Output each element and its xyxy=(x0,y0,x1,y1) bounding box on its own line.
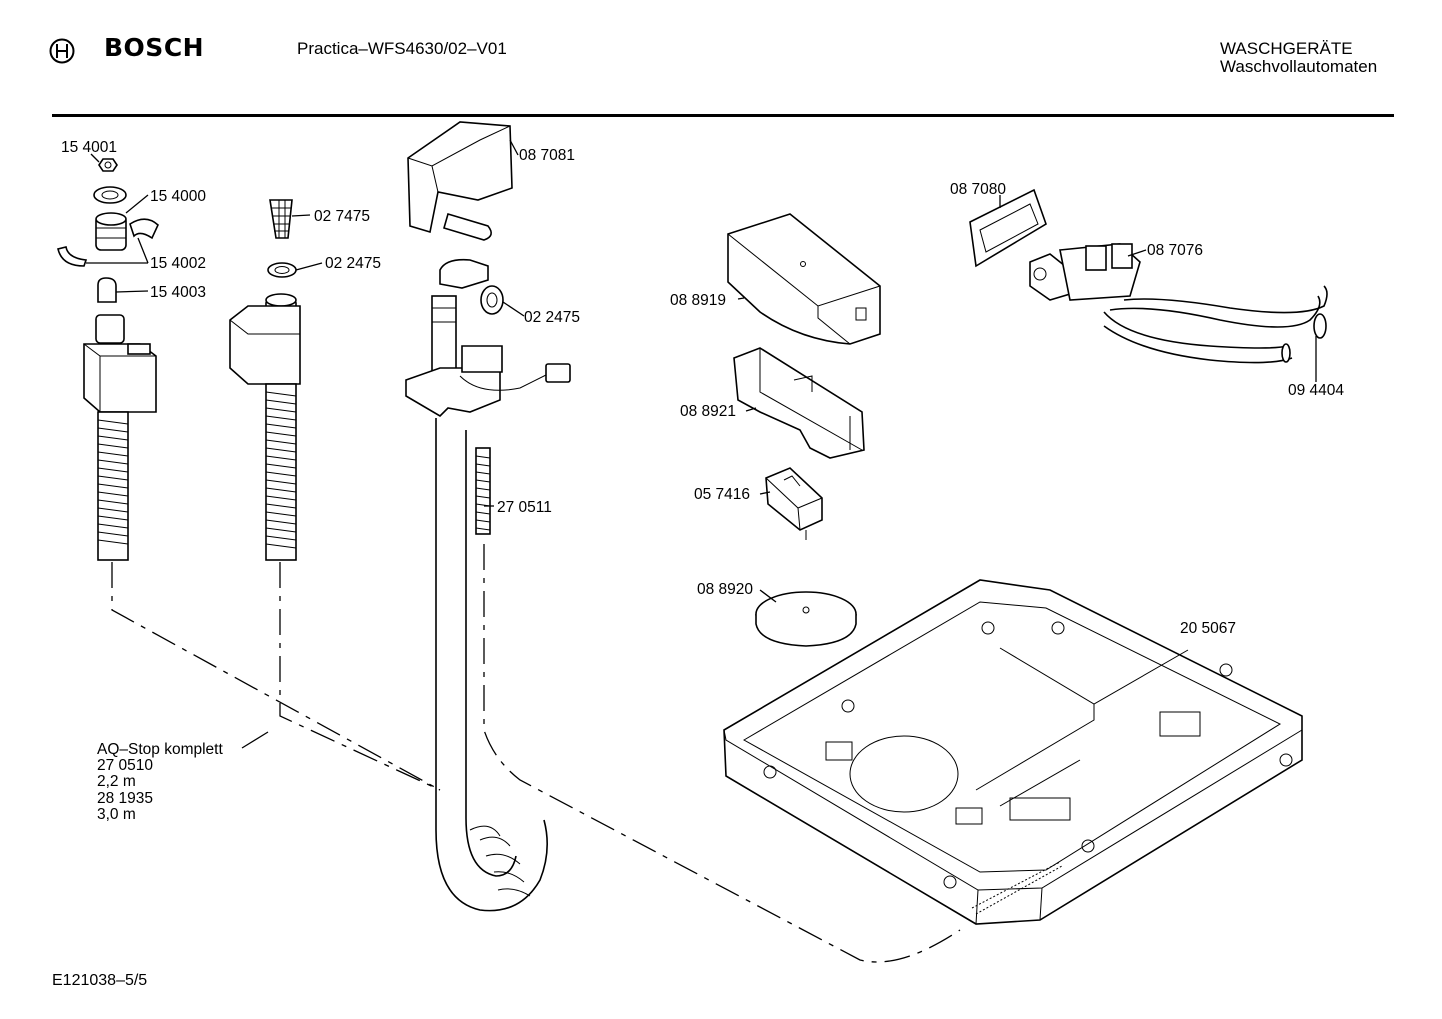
document-id: E121038–5/5 xyxy=(52,972,147,989)
washer-part-022475b xyxy=(480,285,504,315)
base-plate-part-205067 xyxy=(723,579,1303,925)
label-087076: 08 7076 xyxy=(1147,242,1203,259)
aqstop-title: AQ–Stop komplett xyxy=(97,741,223,758)
assembly-line-middle xyxy=(279,562,441,791)
clip-part-154002 xyxy=(57,246,88,267)
label-154003: 15 4003 xyxy=(150,284,206,301)
subcategory-title: Waschvollautomaten xyxy=(1220,57,1378,76)
label-094404: 09 4404 xyxy=(1288,382,1344,399)
inlet-valve-housing xyxy=(229,293,301,385)
label-088921: 08 8921 xyxy=(680,403,736,420)
label-270511: 27 0511 xyxy=(497,499,552,516)
category-title: WASCHGERÄTE xyxy=(1220,39,1353,58)
label-087080: 08 7080 xyxy=(950,181,1006,198)
label-205067: 20 5067 xyxy=(1180,620,1236,637)
filter-part-027475 xyxy=(269,199,293,239)
leader-lines xyxy=(86,139,1317,749)
nut-part-154001 xyxy=(98,158,118,172)
gasket-part-087080 xyxy=(969,188,1047,268)
drain-hose-assembly xyxy=(405,258,571,912)
label-022475a: 02 2475 xyxy=(325,255,381,272)
aquastop-valve-housing xyxy=(83,314,157,413)
washer-part-154000 xyxy=(93,186,127,204)
corrugated-hose-part-270511 xyxy=(475,447,491,535)
aqstop-length1: 2,2 m xyxy=(97,773,136,790)
brand-name: BOSCH xyxy=(104,33,205,62)
aqstop-length2: 3,0 m xyxy=(97,806,136,823)
aqstop-part2: 28 1935 xyxy=(97,790,153,807)
disc-part-088920 xyxy=(755,591,857,647)
assembly-line-left xyxy=(111,562,441,791)
valve-part-087076 xyxy=(1029,243,1141,301)
label-154002: 15 4002 xyxy=(150,255,206,272)
washer-part-022475 xyxy=(267,262,297,278)
corrugated-hose-left xyxy=(97,411,129,561)
hose-cover-part-087081 xyxy=(407,121,513,241)
label-027475: 02 7475 xyxy=(314,208,370,225)
aqstop-part1: 27 0510 xyxy=(97,757,153,774)
corrugated-hose-middle xyxy=(265,383,297,561)
cap-part-154003 xyxy=(97,277,117,303)
label-057416: 05 7416 xyxy=(694,486,750,503)
switch-part-057416 xyxy=(765,467,823,540)
bracket-part-088921 xyxy=(733,347,865,459)
label-154000: 15 4000 xyxy=(150,188,206,205)
assembly-line-right xyxy=(483,544,961,963)
hose-part-094404 xyxy=(1103,285,1328,364)
connector-part-154000 xyxy=(95,212,159,251)
label-087081: 08 7081 xyxy=(519,147,575,164)
model-title: Practica–WFS4630/02–V01 xyxy=(297,39,507,58)
header-rule xyxy=(52,114,1394,117)
label-154001: 15 4001 xyxy=(61,139,117,156)
bosch-logo-icon xyxy=(49,38,75,64)
panel-part-088919 xyxy=(727,213,881,345)
label-088920: 08 8920 xyxy=(697,581,753,598)
label-022475b: 02 2475 xyxy=(524,309,580,326)
label-088919: 08 8919 xyxy=(670,292,726,309)
